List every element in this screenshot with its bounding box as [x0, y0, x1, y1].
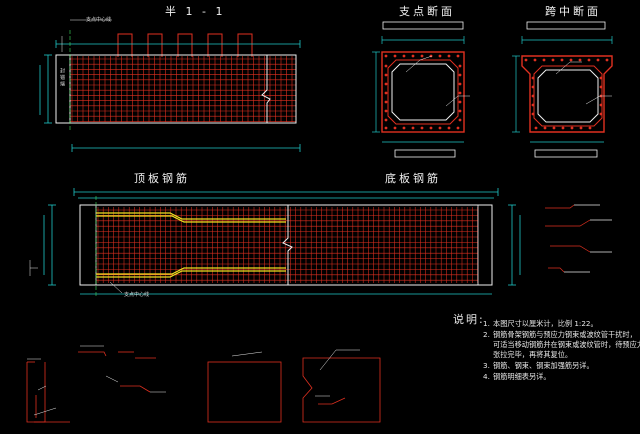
rebar-dot [384, 82, 388, 86]
rebar-dot [570, 126, 574, 130]
note-line: 4.钢筋明细表另详。 [483, 372, 551, 381]
note-line: 3.钢筋、钢束、钢束加强筋另详。 [483, 361, 594, 370]
rebar-dot [393, 54, 397, 58]
rebar-dot [420, 126, 424, 130]
rebar-dot [411, 126, 415, 130]
rebar-dot [456, 126, 460, 130]
rebar-dot [569, 58, 573, 62]
title-bottom-slab-rebar: 底板钢筋 [385, 172, 441, 185]
half-section-outline [55, 54, 297, 124]
rebar-dot [384, 126, 388, 130]
support-section [372, 21, 470, 158]
half-section-elevation [39, 19, 301, 152]
rebar-dot [534, 126, 538, 130]
rebar-dot [384, 64, 388, 68]
rebar-dot [384, 109, 388, 113]
bottom-details [26, 345, 381, 423]
rebar-dot [411, 54, 415, 58]
rebar-dot [599, 76, 603, 80]
rebar-dot [429, 126, 433, 130]
rebar-dot [384, 100, 388, 104]
rebar-dot [552, 126, 556, 130]
rebar-dot [599, 103, 603, 107]
detail-irregular [302, 357, 381, 423]
rebar-dot [384, 73, 388, 77]
rebar-dot [578, 58, 582, 62]
title-midspan-section: 跨中断面 [545, 5, 601, 18]
rebar-dot [531, 76, 535, 80]
rebar-dot [458, 73, 462, 77]
rebar-dot [384, 118, 388, 122]
rebar-dot [458, 64, 462, 68]
rebar-dot [531, 103, 535, 107]
title-top-slab-rebar: 顶板钢筋 [134, 172, 190, 185]
rebar-dot [458, 100, 462, 104]
notes-header: 说明: [453, 313, 485, 326]
title-half-section: 半 1 - 1 [165, 5, 226, 18]
label-centerline-top: 支点中心线 [86, 17, 112, 23]
rebar-dot [447, 126, 451, 130]
bar-details-right [545, 204, 612, 273]
rebar-dot [531, 94, 535, 98]
rebar-dot [531, 85, 535, 89]
rebar-dot [402, 54, 406, 58]
rebar-dot [561, 126, 565, 130]
note-line: 可适当移动钢筋并在钢束或波纹管时，待预应力筋 [493, 340, 640, 349]
rebar-dot [384, 54, 388, 58]
break-line-plan [282, 205, 293, 285]
half-section-end-block [55, 54, 71, 124]
label-side-anchor: 封 锚 端 [59, 68, 65, 87]
half-section-rebar-grid [70, 56, 296, 122]
rebar-dot [551, 58, 555, 62]
rebar-dot [458, 82, 462, 86]
title-support-section: 支点断面 [399, 5, 455, 18]
slab-rebar-plan [29, 188, 521, 296]
note-line: 张拉完毕，再将其复位。 [493, 350, 573, 359]
diaphragm-blocks [117, 33, 253, 57]
rebar-dot [384, 91, 388, 95]
rebar-dot [579, 126, 583, 130]
rebar-dot [402, 126, 406, 130]
midspan-section [512, 21, 613, 158]
rebar-dot [393, 126, 397, 130]
midspan-section-outer [521, 55, 613, 133]
rebar-dot [588, 126, 592, 130]
rebar-dot [458, 109, 462, 113]
label-centerline-bottom: 支点中心线 [124, 292, 150, 298]
prestress-strands [96, 212, 286, 278]
rebar-dot [420, 54, 424, 58]
rebar-dot [587, 58, 591, 62]
rebar-dot [605, 58, 609, 62]
note-line: 2.钢筋骨架钢筋与预应力钢束或波纹管干扰时， [483, 330, 637, 339]
rebar-dot [596, 58, 600, 62]
half-section-dimensions [39, 40, 301, 152]
rebar-dot [438, 54, 442, 58]
detail-box [207, 361, 282, 423]
note-line: 1.本图尺寸以厘米计，比例 1:22。 [483, 319, 598, 328]
rebar-dot [560, 58, 564, 62]
rebar-dot [533, 58, 537, 62]
rebar-dot [438, 126, 442, 130]
support-section-void [391, 63, 455, 121]
rebar-dot [458, 91, 462, 95]
rebar-dot [599, 112, 603, 116]
rebar-dot [456, 54, 460, 58]
rebar-dot [524, 58, 528, 62]
midspan-section-void [537, 69, 599, 123]
support-section-outer [381, 51, 465, 133]
slab-plan-outline [79, 204, 493, 286]
rebar-dot [447, 54, 451, 58]
rebar-dot [531, 112, 535, 116]
rebar-dot [543, 126, 547, 130]
rebar-dot [542, 58, 546, 62]
break-line [261, 55, 271, 123]
rebar-dot [458, 118, 462, 122]
rebar-dot [599, 85, 603, 89]
